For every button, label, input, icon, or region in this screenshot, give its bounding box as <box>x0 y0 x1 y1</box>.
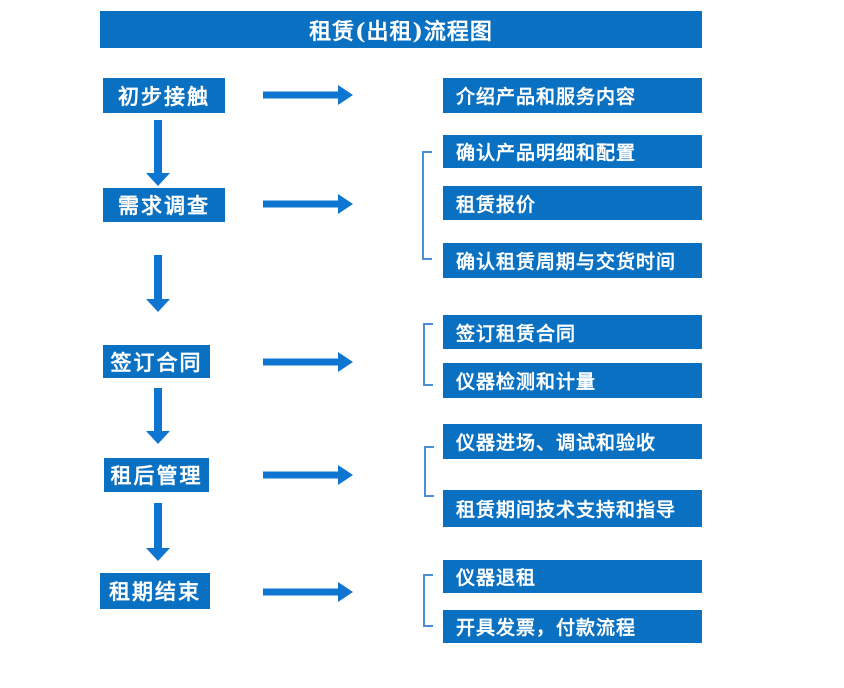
group-bracket <box>424 446 434 497</box>
arrow-down-icon <box>146 120 170 186</box>
detail-box-instrument-entry-acceptance: 仪器进场、调试和验收 <box>443 424 702 459</box>
detail-box-instrument-return: 仪器退租 <box>443 560 702 593</box>
detail-box-confirm-period-delivery: 确认租赁周期与交货时间 <box>443 243 702 278</box>
arrow-right-icon <box>263 85 353 105</box>
detail-box-instrument-testing: 仪器检测和计量 <box>443 363 702 398</box>
detail-box-introduce-products: 介绍产品和服务内容 <box>443 78 702 113</box>
group-bracket <box>422 151 432 260</box>
arrow-right-icon <box>263 582 353 602</box>
arrow-right-icon <box>263 352 353 372</box>
detail-box-confirm-product-config: 确认产品明细和配置 <box>443 135 702 168</box>
detail-box-rental-quote: 租赁报价 <box>443 186 702 220</box>
step-box-sign-contract: 签订合同 <box>103 345 210 378</box>
arrow-right-icon <box>263 194 353 214</box>
step-box-rental-end: 租期结束 <box>100 573 210 609</box>
step-box-demand-survey: 需求调查 <box>103 188 225 222</box>
flowchart-title: 租赁(出租)流程图 <box>309 18 493 45</box>
flowchart-title-bar: 租赁(出租)流程图 <box>100 11 702 48</box>
detail-box-technical-support: 租赁期间技术支持和指导 <box>443 490 702 527</box>
arrow-right-icon <box>263 465 353 485</box>
arrow-down-icon <box>146 503 170 561</box>
detail-box-invoice-payment: 开具发票，付款流程 <box>443 610 702 643</box>
step-box-initial-contact: 初步接触 <box>103 78 225 113</box>
group-bracket <box>423 323 433 386</box>
step-box-post-rental-management: 租后管理 <box>104 458 209 492</box>
group-bracket <box>423 574 433 627</box>
arrow-down-icon <box>146 255 170 312</box>
arrow-down-icon <box>146 388 170 444</box>
detail-box-sign-rental-contract: 签订租赁合同 <box>443 315 702 349</box>
